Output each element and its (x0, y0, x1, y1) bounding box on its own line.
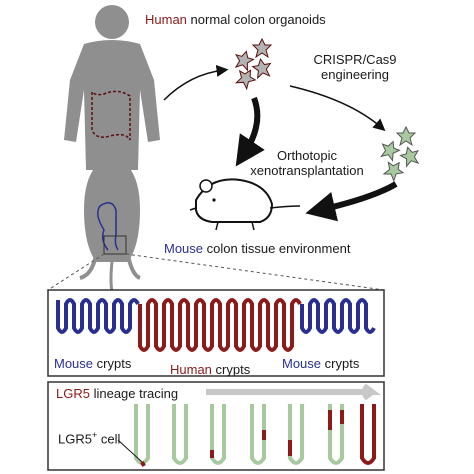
mouse-crypts-right-rest: crypts (321, 356, 360, 371)
lgr5-cell-sup: + (91, 430, 98, 440)
mouse-crypts-left-rest: crypts (93, 356, 132, 371)
mouse-crypts-left-label: Mouse crypts (54, 356, 131, 371)
mouse-crypts-right-highlight: Mouse (282, 356, 322, 371)
human-crypts-highlight: Human (170, 362, 212, 377)
human-crypts-rest: crypts (211, 362, 251, 377)
environment-label: Mouse colon tissue environment (164, 241, 350, 256)
lgr5-cell-rest: cell (97, 431, 121, 447)
arrow-to-mouse-horizontal (305, 181, 398, 222)
lgr5-tracing-rest: lineage tracing (89, 386, 179, 401)
engineered-organoids (380, 125, 420, 183)
zoom-line-left (47, 253, 105, 291)
mouse-side-view (189, 178, 301, 231)
crispr-line-2: engineering (321, 67, 389, 82)
human-organoids-label: Human normal colon organoids (145, 12, 326, 27)
zoom-box (103, 235, 127, 255)
lgr5-tracing-label: LGR5 lineage tracing (56, 386, 178, 401)
orthotopic-line-1: Orthotopic (277, 148, 337, 163)
mouse-crypts-right (300, 298, 376, 334)
crispr-label: CRISPR/Cas9 engineering (300, 52, 410, 82)
orthotopic-label: Orthotopic xenotransplantation (232, 148, 382, 178)
human-organoids (234, 37, 273, 91)
lgr5-cell-pointer (117, 439, 143, 463)
mouse-crypts-right-label: Mouse crypts (282, 356, 359, 371)
mouse-crypts-left (56, 298, 140, 334)
human-highlight: Human (145, 12, 187, 27)
arrow-to-organoids (163, 64, 229, 101)
mouse-crypts-left-highlight: Mouse (54, 356, 94, 371)
tracing-crypts (134, 404, 376, 467)
tracing-progress-arrow (206, 383, 381, 401)
human-crypts-label: Human crypts (170, 362, 250, 377)
human-colon-outline (91, 90, 131, 141)
environment-highlight: Mouse (164, 241, 204, 256)
human-crypts-middle (138, 298, 302, 352)
crispr-line-1: CRISPR/Cas9 (313, 52, 397, 67)
arrow-to-engineering (289, 85, 386, 131)
mouse-silhouette-vertical (79, 150, 141, 293)
environment-rest: colon tissue environment (203, 241, 351, 256)
arrow-to-mouse-vertical (235, 96, 265, 167)
zoom-line-right (125, 253, 385, 291)
human-organoids-rest: normal colon organoids (186, 12, 326, 27)
human-silhouette (64, 5, 160, 170)
lgr5-cell-main: LGR5 (58, 431, 92, 447)
mouse-colon-outline (97, 202, 119, 251)
lgr5-cell-label: LGR5+ cell (58, 428, 120, 446)
lgr5-highlight: LGR5 (56, 386, 90, 401)
orthotopic-line-2: xenotransplantation (250, 163, 364, 178)
